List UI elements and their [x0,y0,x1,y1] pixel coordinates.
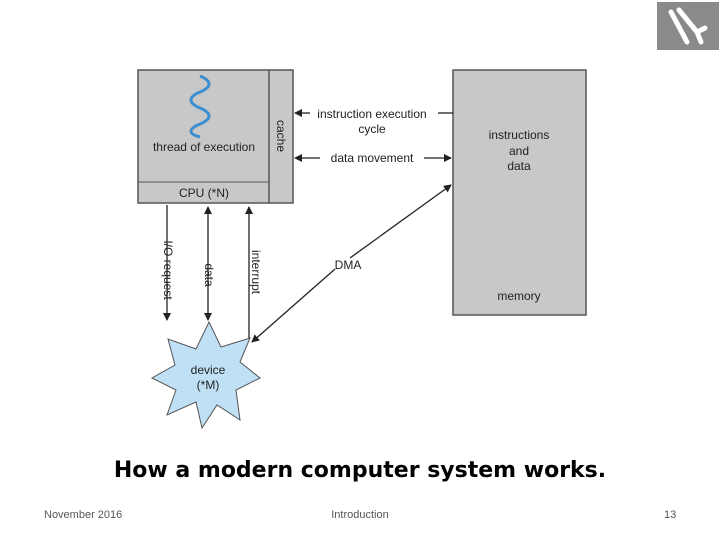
instruction-cycle-label-line2: cycle [358,122,386,136]
footer-page-number: 13 [664,509,677,521]
thread-wave-icon [189,74,211,139]
io-request-label: I/O request [161,240,175,300]
device-label-line2: (*M) [197,378,220,392]
cpu-rect [137,69,294,204]
slide-caption: How a modern computer system works. [113,458,607,483]
memory-label: memory [497,289,540,303]
memory-contents-line3: data [507,159,531,173]
logo [657,2,719,50]
dma-arrow-to-device [251,268,336,343]
data-movement-label: data movement [331,151,414,165]
memory-contents-line2: and [509,144,529,158]
dma-arrow-to-memory [349,184,452,259]
device-star-shape [150,320,261,430]
interrupt-label: interrupt [249,250,263,295]
footer-date: November 2016 [44,509,123,521]
device-star: device (*M) [150,320,261,430]
cache-label: cache [274,120,288,152]
data-label: data [202,263,216,287]
device-label-line1: device [191,363,226,377]
footer-section: Introduction [331,509,389,521]
memory-contents-line1: instructions [489,128,550,142]
dma-label: DMA [335,258,362,272]
memory-box: instructions and data memory [452,69,587,316]
logo-mark-icon [668,7,708,45]
instruction-cycle-label-line1: instruction execution [317,107,426,121]
cpu-label: CPU (*N) [179,186,229,200]
cpu-box: thread of execution cache CPU (*N) [137,69,294,204]
thread-of-execution-label: thread of execution [153,140,255,154]
memory-rect [452,69,587,316]
